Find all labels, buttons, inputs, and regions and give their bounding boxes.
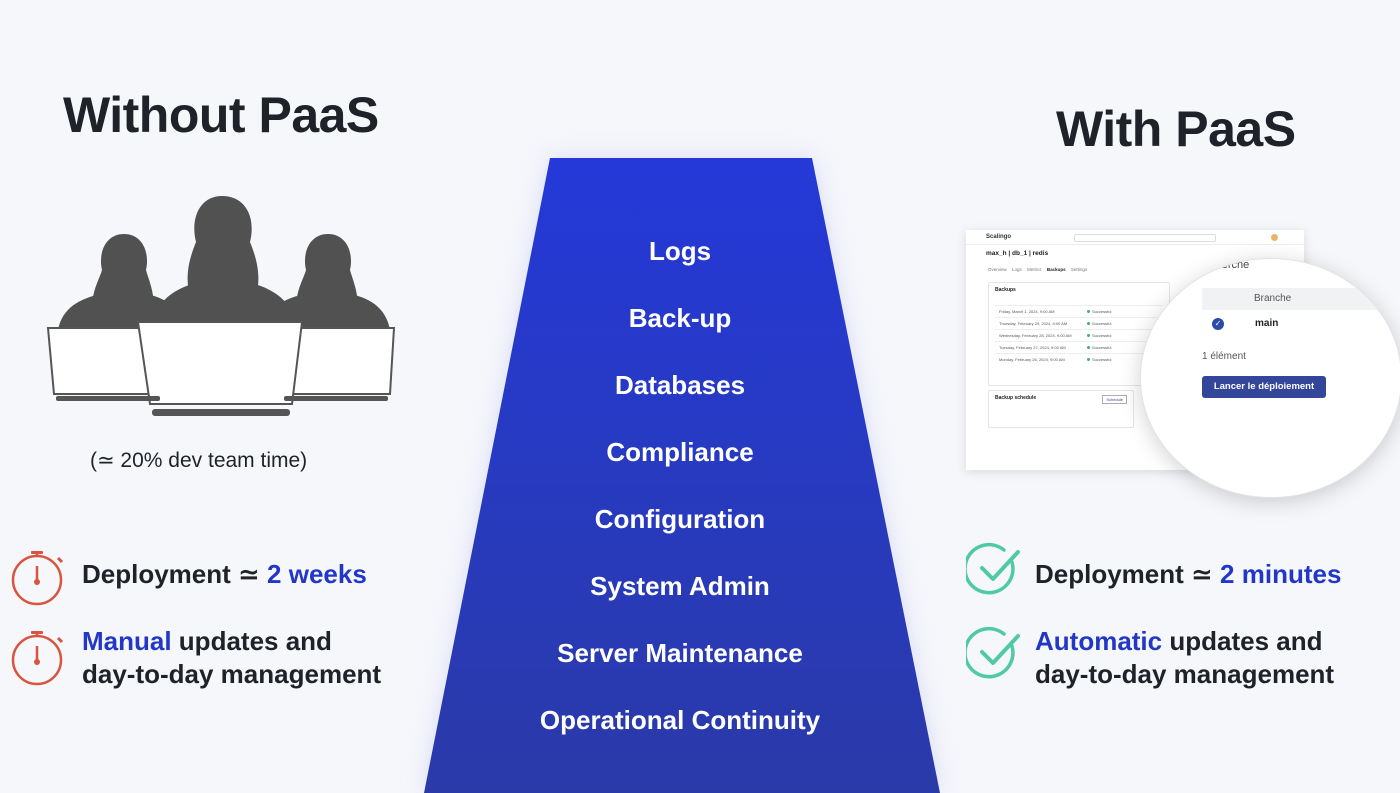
- left-updates-label: updates and: [171, 626, 332, 656]
- tab-backups[interactable]: Backups: [1046, 267, 1066, 272]
- pyramid-layer-label: Server Maintenance: [557, 638, 803, 668]
- right-updates-line2: day-to-day management: [1035, 659, 1335, 689]
- search-heading: echerche: [1204, 259, 1250, 271]
- branch-main[interactable]: main: [1255, 318, 1279, 329]
- backups-title: Backups: [995, 287, 1016, 293]
- breadcrumb: max_h | db_1 | redis: [986, 250, 1049, 257]
- tab-logs[interactable]: Logs: [1012, 267, 1022, 272]
- left-updates-text: Manual updates and day-to-day management: [82, 625, 381, 691]
- dashboard-search-input[interactable]: [1074, 234, 1216, 242]
- dev-time-note: (≃ 20% dev team time): [90, 449, 308, 472]
- pyramid-layer-label: Databases: [614, 370, 746, 400]
- right-updates-text: Automatic updates and day-to-day managem…: [1035, 625, 1334, 691]
- developer-team-illustration: [46, 196, 396, 416]
- backup-schedule-card: Backup schedule Schedule: [988, 390, 1134, 428]
- breadcrumb-item[interactable]: max_h: [986, 250, 1007, 257]
- right-deployment-label: Deployment ≃: [1035, 559, 1221, 589]
- branch-column-header: Branche: [1202, 288, 1400, 310]
- pyramid-layer-label: System Admin: [590, 571, 770, 601]
- left-updates-line2: day-to-day management: [82, 659, 382, 689]
- left-deployment-label: Deployment ≃: [82, 559, 268, 589]
- check-circle-icon: [963, 542, 1022, 598]
- right-title: With PaaS: [1056, 101, 1296, 157]
- left-deployment-value: 2 weeks: [267, 559, 367, 589]
- item-count: 1 élément: [1202, 351, 1246, 362]
- stopwatch-icon: [10, 548, 66, 606]
- pyramid-layer-label: Operational Continuity: [539, 705, 821, 735]
- left-updates-keyword: Manual: [82, 626, 172, 656]
- schedule-title: Backup schedule: [995, 395, 1037, 401]
- deploy-zoom-callout: echerche Branche ✓ main 1 élément Lancer…: [1140, 258, 1400, 498]
- schedule-button[interactable]: Schedule: [1102, 395, 1127, 404]
- left-deployment-text: Deployment ≃ 2 weeks: [82, 558, 367, 591]
- dashboard-tabs: Overview Logs Metrics Backups Settings: [988, 267, 1087, 272]
- left-title: Without PaaS: [63, 87, 379, 143]
- right-deployment-value: 2 minutes: [1220, 559, 1342, 589]
- checkmark-icon[interactable]: ✓: [1212, 318, 1224, 330]
- pyramid-shape: [424, 158, 940, 793]
- tab-overview[interactable]: Overview: [988, 267, 1007, 272]
- deploy-button[interactable]: Lancer le déploiement: [1202, 376, 1326, 398]
- pyramid-layer-label: Back-up: [628, 303, 732, 333]
- tab-metrics[interactable]: Metrics: [1027, 267, 1042, 272]
- dashboard-brand: Scalingo: [986, 234, 1012, 240]
- pyramid-layer-label: Compliance: [606, 437, 754, 467]
- right-deployment-text: Deployment ≃ 2 minutes: [1035, 558, 1341, 591]
- pyramid-layer-label: Logs: [648, 236, 712, 266]
- avatar[interactable]: [1271, 234, 1278, 241]
- tab-settings[interactable]: Settings: [1070, 267, 1088, 272]
- stopwatch-icon: [10, 628, 66, 686]
- right-updates-label: updates and: [1162, 626, 1323, 656]
- breadcrumb-item[interactable]: db_1: [1012, 250, 1028, 257]
- right-updates-keyword: Automatic: [1035, 626, 1163, 656]
- breadcrumb-item[interactable]: redis: [1032, 250, 1049, 257]
- pyramid-layer-label: Configuration: [594, 504, 766, 534]
- check-circle-icon: [963, 626, 1022, 682]
- dashboard-topbar: [966, 230, 1304, 245]
